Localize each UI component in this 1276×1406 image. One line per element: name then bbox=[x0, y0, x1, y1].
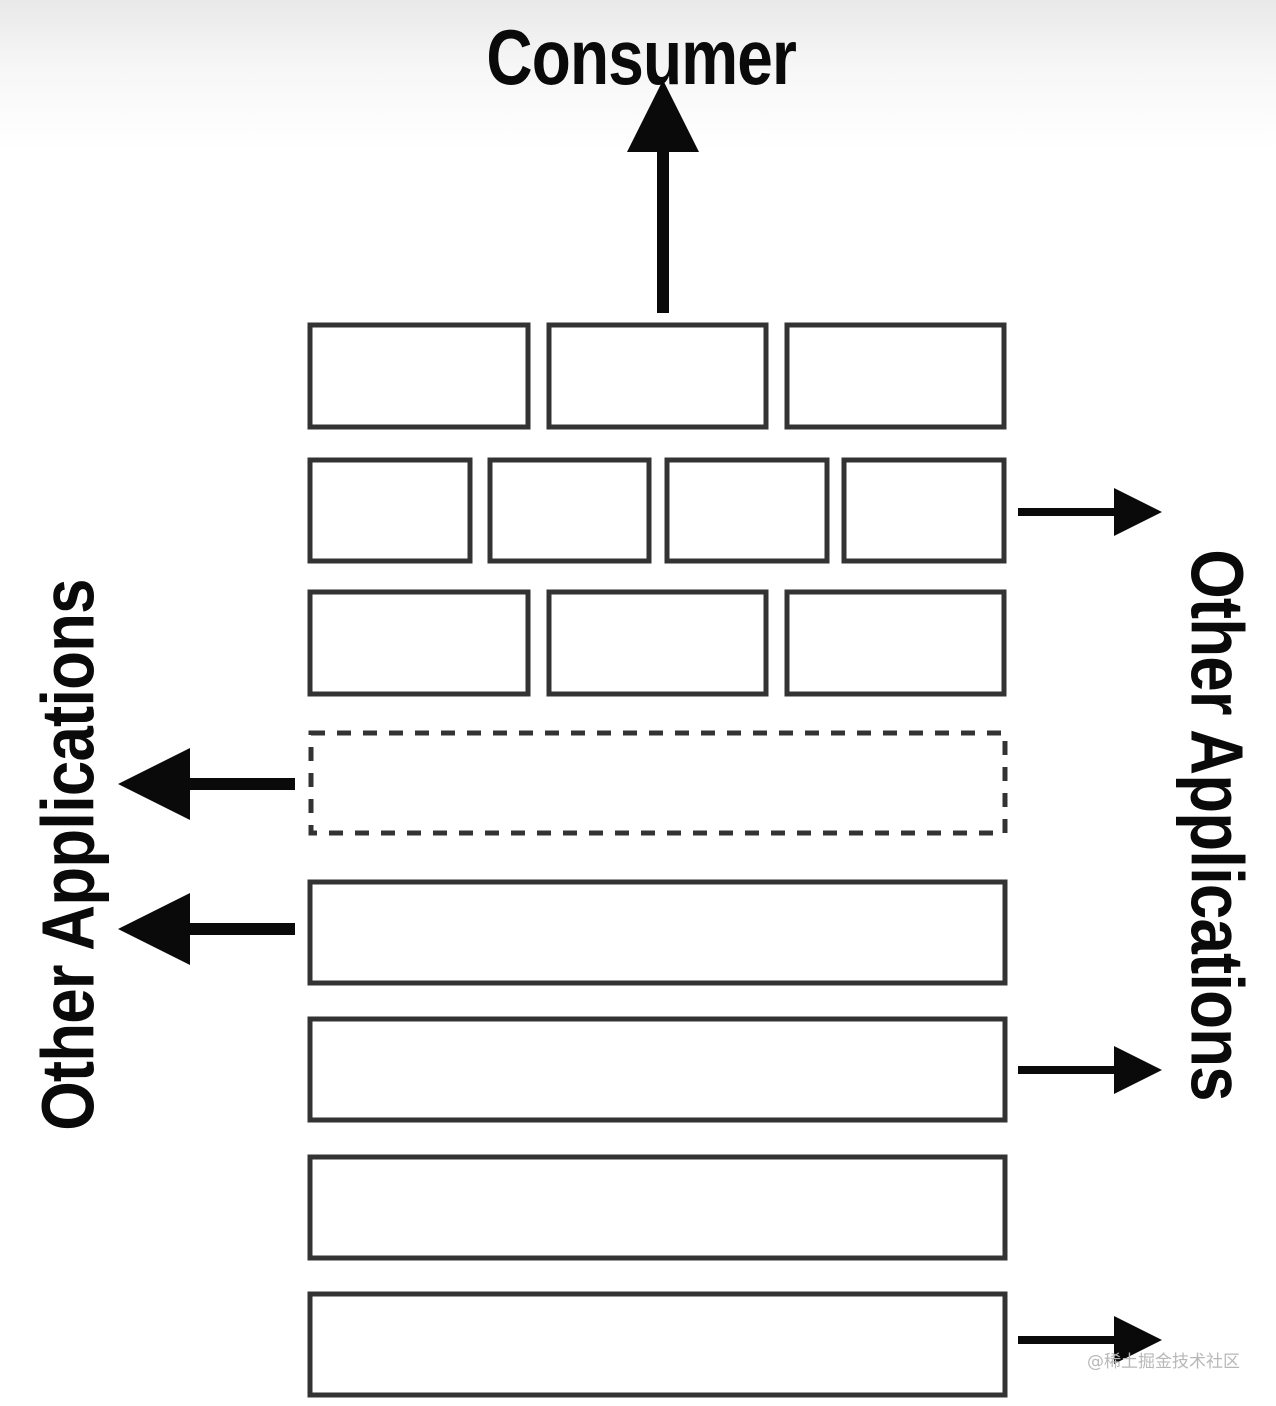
row2-block-2 bbox=[487, 457, 652, 564]
row6-block bbox=[307, 1016, 1008, 1123]
consumed-block-dashed bbox=[308, 730, 1008, 836]
watermark: @稀土掘金技术社区 bbox=[1087, 1352, 1240, 1372]
row3-block-2 bbox=[546, 589, 769, 697]
row3-block-1 bbox=[307, 589, 531, 697]
row1-block-2 bbox=[546, 322, 769, 430]
row1-block-3 bbox=[784, 322, 1007, 430]
row1-block-1 bbox=[307, 322, 531, 430]
row3-block-3 bbox=[784, 589, 1007, 697]
row5-block bbox=[307, 879, 1008, 986]
row2-block-4 bbox=[841, 457, 1007, 564]
row2-block-1 bbox=[307, 457, 473, 564]
row2-block-3 bbox=[664, 457, 830, 564]
row7-block bbox=[307, 1154, 1008, 1261]
row8-block bbox=[307, 1291, 1008, 1398]
